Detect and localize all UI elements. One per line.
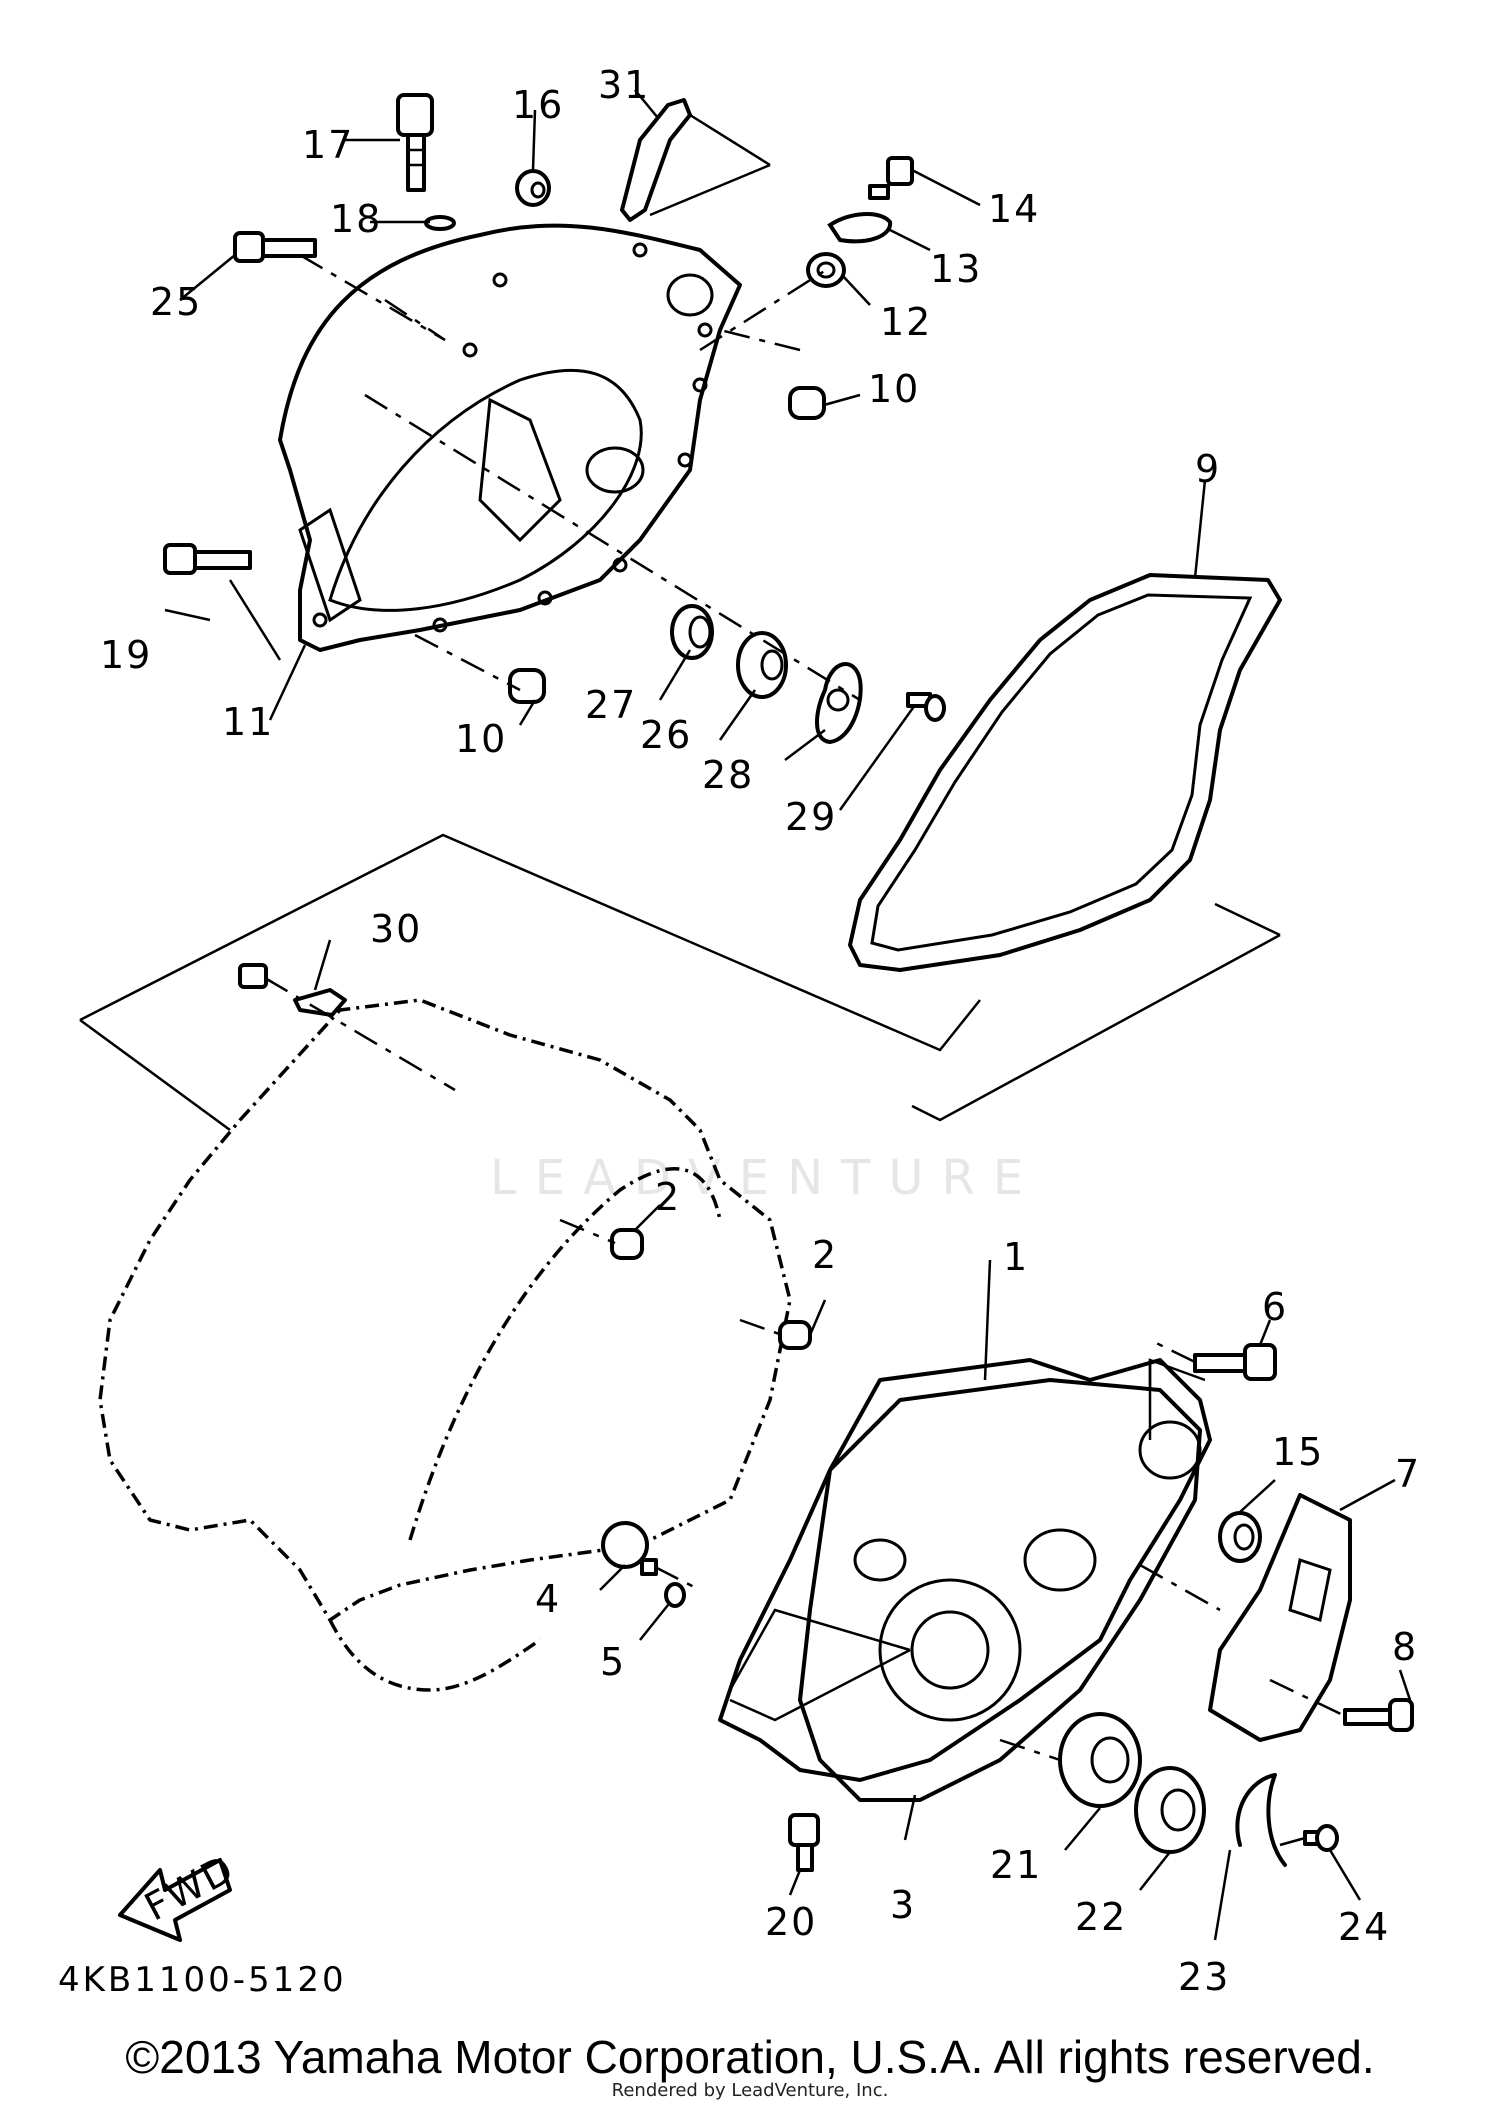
fwd-label: FWD: [137, 1846, 241, 1929]
callout-24: 24: [1338, 1905, 1390, 1949]
dowel-pin-part-10-lower[interactable]: [508, 668, 546, 704]
bolt-part-19[interactable]: [163, 543, 252, 575]
callout-21: 21: [990, 1843, 1042, 1887]
seal-part-12[interactable]: [806, 252, 846, 288]
callout-8: 8: [1392, 1625, 1418, 1669]
oil-seal-part-22[interactable]: [1134, 1766, 1206, 1854]
case-cover-part-3[interactable]: [798, 1378, 1202, 1802]
gasket-part-1[interactable]: [718, 1358, 1212, 1782]
o-ring-part-18[interactable]: [424, 215, 456, 231]
callout-2b: 2: [812, 1233, 838, 1277]
oil-seal-part-27[interactable]: [670, 604, 714, 660]
bearing-part-21[interactable]: [1058, 1712, 1142, 1808]
bolt-part-8[interactable]: [1343, 1698, 1414, 1732]
leader-lines: [164, 89, 1412, 1941]
bolt-part-6[interactable]: [1193, 1343, 1277, 1381]
callout-3: 3: [890, 1883, 916, 1927]
screw-part-29[interactable]: [906, 692, 946, 722]
o-ring-part-5[interactable]: [664, 1582, 686, 1608]
callout-20: 20: [765, 1900, 817, 1944]
callout-22: 22: [1075, 1895, 1127, 1939]
callout-2: 2: [655, 1175, 681, 1219]
bolt-part-30[interactable]: [238, 963, 347, 1017]
callout-26: 26: [640, 713, 692, 757]
callout-28: 28: [702, 753, 754, 797]
callout-31: 31: [598, 63, 650, 107]
engine-crankcase-outline: [98, 998, 792, 1622]
callout-13: 13: [930, 247, 982, 291]
watermark: LEADVENTURE: [490, 1150, 1042, 1206]
callout-27: 27: [585, 683, 637, 727]
callout-5: 5: [600, 1640, 626, 1684]
plate-part-13[interactable]: [827, 212, 893, 244]
callout-29: 29: [785, 795, 837, 839]
assembly-boundary-top: [79, 833, 981, 1052]
bolt-part-20[interactable]: [788, 1813, 820, 1872]
assembly-boundary-bottom: [79, 1018, 231, 1132]
crankcase-cover-part-11[interactable]: [278, 223, 742, 652]
callout-23: 23: [1178, 1955, 1230, 1999]
gasket-part-9[interactable]: [848, 573, 1282, 972]
callout-16: 16: [512, 83, 564, 127]
callout-15: 15: [1272, 1430, 1324, 1474]
grommet-part-16[interactable]: [515, 169, 551, 207]
dowel-pin-part-10-upper[interactable]: [788, 386, 826, 420]
callout-14: 14: [988, 187, 1040, 231]
dowel-pin-part-2-left[interactable]: [610, 1228, 644, 1260]
retainer-part-23[interactable]: [1235, 1773, 1287, 1867]
plug-part-4[interactable]: [601, 1521, 658, 1576]
diagram-code: 4KB1100-5120: [58, 1960, 347, 2000]
copyright-notice: ©2013 Yamaha Motor Corporation, U.S.A. A…: [125, 2031, 1375, 2083]
bracket-part-31[interactable]: [620, 98, 692, 222]
dowel-pin-part-2-right[interactable]: [778, 1320, 812, 1350]
retainer-plate-part-28[interactable]: [815, 662, 863, 744]
callout-25: 25: [150, 280, 202, 324]
callout-10b: 10: [455, 717, 507, 761]
callout-30: 30: [370, 907, 422, 951]
rendered-by-credit: Rendered by LeadVenture, Inc.: [611, 2080, 889, 2101]
oil-filler-plug-part-17[interactable]: [396, 93, 434, 192]
callout-6: 6: [1262, 1285, 1288, 1329]
callout-17: 17: [302, 123, 354, 167]
callout-1: 1: [1003, 1235, 1029, 1279]
part-callouts: 1 2 2 3 4 5 6 7 8 9 10 10 11 12 13 14 15…: [100, 63, 1421, 1999]
bolt-part-14[interactable]: [868, 156, 914, 200]
callout-11: 11: [222, 700, 274, 744]
guard-part-7[interactable]: [1208, 1493, 1352, 1742]
callout-9: 9: [1195, 447, 1221, 491]
center-lines: [264, 253, 1346, 1847]
callout-7: 7: [1395, 1452, 1421, 1496]
callout-18: 18: [330, 197, 382, 241]
oil-seal-part-15[interactable]: [1218, 1511, 1262, 1563]
callout-10: 10: [868, 367, 920, 411]
bolt-part-25[interactable]: [233, 231, 317, 263]
screw-part-24[interactable]: [1303, 1824, 1339, 1852]
callout-4: 4: [535, 1577, 561, 1621]
callout-19: 19: [100, 633, 152, 677]
bearing-part-26[interactable]: [736, 631, 788, 699]
forward-direction-arrow: FWD: [118, 1846, 242, 1942]
callout-12: 12: [880, 300, 932, 344]
